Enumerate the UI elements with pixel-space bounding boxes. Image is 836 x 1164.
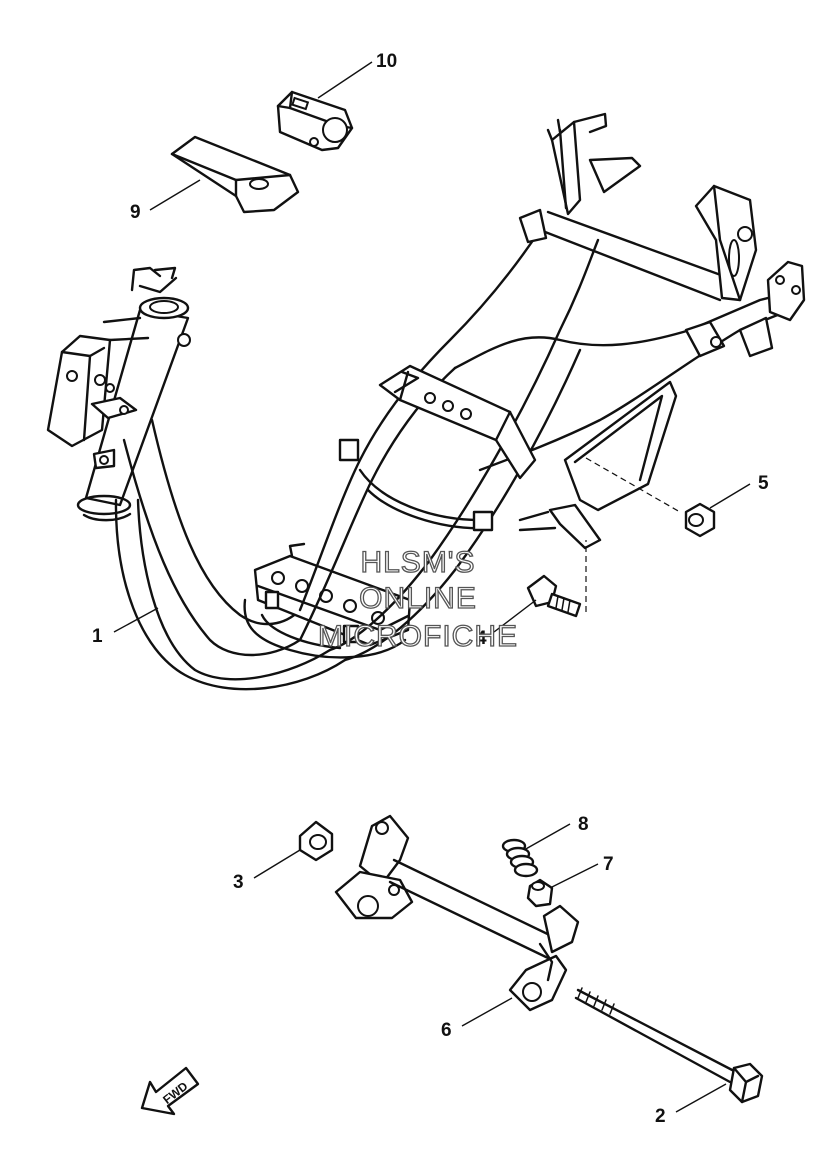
callout-5: 5 — [758, 473, 769, 494]
leader-5 — [709, 483, 751, 509]
part-9-pad — [170, 135, 300, 214]
fwd-arrow-icon: FWD — [140, 1066, 200, 1116]
watermark-line-1: HLSM'S — [360, 546, 475, 579]
callout-8: 8 — [578, 814, 589, 835]
leader-7 — [549, 863, 599, 889]
part-7-bush — [526, 878, 554, 908]
callout-10: 10 — [376, 51, 397, 72]
leader-10 — [317, 61, 373, 99]
callout-2: 2 — [655, 1106, 666, 1127]
callout-3: 3 — [233, 872, 244, 893]
watermark: HLSM'S ONLINE MICROFICHE — [317, 545, 518, 653]
assembly-line-4-5 — [585, 457, 681, 612]
callout-1: 1 — [92, 626, 103, 647]
callout-9: 9 — [130, 202, 141, 223]
part-1-frame — [46, 112, 806, 691]
part-3-collar — [298, 820, 334, 862]
leader-2 — [675, 1083, 727, 1113]
part-8-spring — [501, 838, 539, 878]
callout-6: 6 — [441, 1020, 452, 1041]
watermark-line-2: ONLINE — [359, 582, 477, 615]
leader-8 — [523, 823, 571, 851]
watermark-line-3: MICROFICHE — [318, 620, 518, 653]
part-5-nut — [684, 502, 716, 538]
leader-1 — [113, 607, 159, 633]
leader-9 — [149, 179, 201, 211]
part-4-bolt — [526, 574, 582, 618]
leader-3 — [253, 849, 301, 879]
part-10-clamp — [276, 90, 354, 152]
part-2-pivot-bolt — [574, 987, 764, 1104]
leader-4 — [493, 599, 537, 633]
callout-7: 7 — [603, 854, 614, 875]
callout-4: 4 — [476, 628, 487, 649]
leader-6 — [461, 997, 513, 1027]
part-6-stand — [334, 814, 580, 1012]
